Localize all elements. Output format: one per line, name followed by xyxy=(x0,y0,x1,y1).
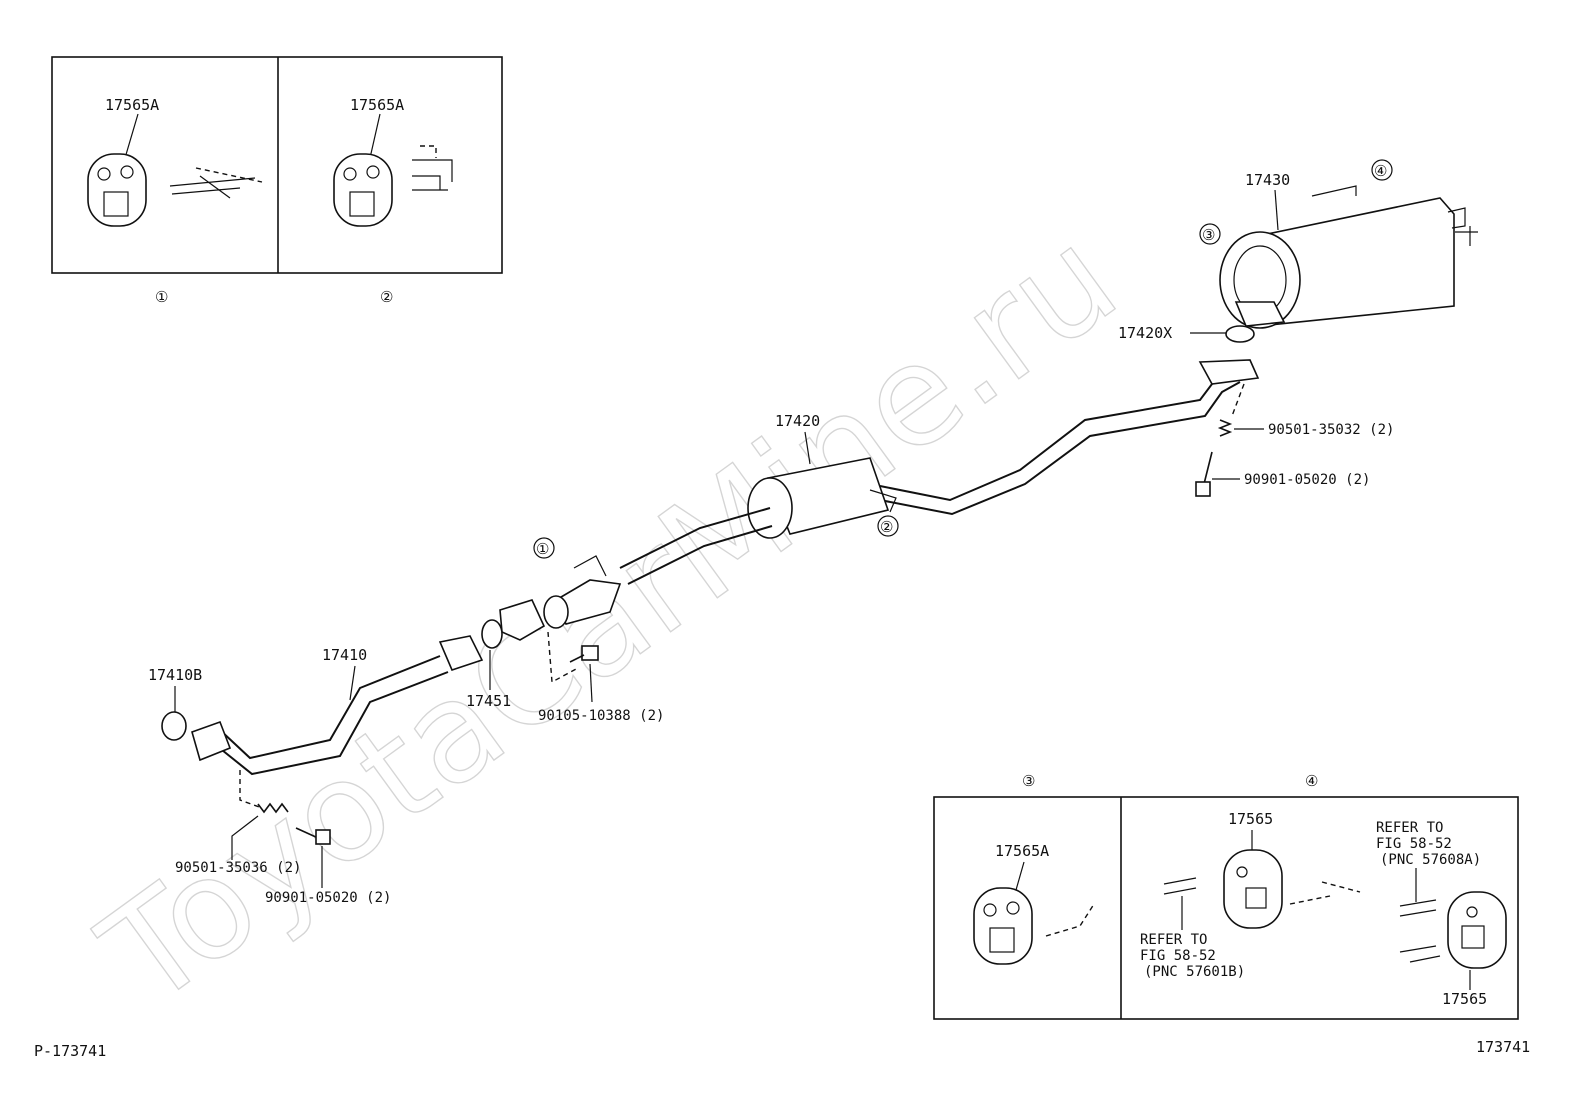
part-label-17410: 17410 xyxy=(322,646,367,664)
bracket-icon xyxy=(1289,881,1361,905)
part-label-17565-top: 17565 xyxy=(1228,810,1273,828)
gasket-17420X xyxy=(1225,325,1255,343)
callout-4: ④ xyxy=(1374,162,1387,180)
bolt-icon xyxy=(1195,451,1213,497)
inset-top-frame xyxy=(51,56,503,274)
rubber-hanger-icon xyxy=(1223,849,1283,929)
callout-2: ② xyxy=(880,518,893,536)
rubber-hanger-icon xyxy=(333,153,393,227)
pipe-flange xyxy=(438,635,484,671)
pipe-flange xyxy=(191,720,232,762)
inset-top: 17565A ① 17565A xyxy=(51,56,503,306)
inset-bottom: ③ ④ 17565A 17565 REFER TO FIG 58-52 (PNC… xyxy=(933,772,1519,1020)
marker-4-inset: ④ xyxy=(1305,772,1318,790)
rubber-hanger-icon xyxy=(87,153,147,227)
part-label-17420X: 17420X xyxy=(1118,324,1172,342)
callout-1: ① xyxy=(536,540,549,558)
gasket-17451 xyxy=(481,619,503,649)
callout-3: ③ xyxy=(1202,226,1215,244)
pipe-stub-icon xyxy=(1399,899,1437,917)
refer-left-line-2: FIG 58-52 xyxy=(1140,948,1216,964)
leader-line xyxy=(369,113,381,159)
inset-panel-1: 17565A ① xyxy=(87,96,263,306)
refer-note-right: REFER TO FIG 58-52 (PNC 57608A) xyxy=(1376,820,1481,868)
part-label-17430: 17430 xyxy=(1245,171,1290,189)
rubber-hanger-icon xyxy=(1447,891,1507,969)
leader-line xyxy=(231,815,259,860)
bracket-icon xyxy=(1045,903,1095,937)
bracket-icon xyxy=(169,167,263,199)
dashed-guide xyxy=(1231,383,1245,417)
refer-right-line-2: FIG 58-52 xyxy=(1376,836,1452,852)
part-label-17410B: 17410B xyxy=(148,666,202,684)
bracket-icon xyxy=(412,145,453,191)
figure-code-left: P-173741 xyxy=(34,1042,106,1060)
refer-note-left: REFER TO FIG 58-52 (PNC 57601B) xyxy=(1140,932,1245,980)
marker-2-inset: ② xyxy=(380,288,393,306)
pipe-flange xyxy=(1198,359,1260,385)
callout-circle-2 xyxy=(877,515,899,537)
catalytic-converter xyxy=(543,555,622,629)
part-label-17565A-panel1: 17565A xyxy=(105,96,159,114)
part-label-17565A-panel2: 17565A xyxy=(350,96,404,114)
leader-line xyxy=(1274,189,1279,231)
leader-line xyxy=(589,663,593,703)
part-label-17565A-panel3: 17565A xyxy=(995,842,1049,860)
refer-right-line-1: REFER TO xyxy=(1376,820,1443,836)
bolt-icon xyxy=(295,827,331,845)
refer-right-line-3: (PNC 57608A) xyxy=(1380,852,1481,868)
leader-line xyxy=(349,665,356,701)
front-pipe xyxy=(191,635,484,776)
refer-left-line-1: REFER TO xyxy=(1140,932,1207,948)
part-label-90501-35036: 90501-35036 (2) xyxy=(175,860,301,876)
dashed-guide xyxy=(239,770,263,809)
callout-circle-1 xyxy=(533,537,555,559)
pipe-stub-icon xyxy=(1399,945,1441,963)
marker-3-inset: ③ xyxy=(1022,772,1035,790)
part-label-17451: 17451 xyxy=(466,692,511,710)
part-label-90901-05020-top: 90901-05020 (2) xyxy=(1244,472,1370,488)
part-label-90901-05020-bottom: 90901-05020 (2) xyxy=(265,890,391,906)
rubber-hanger-icon xyxy=(973,887,1033,965)
inset-panel-2: 17565A ② xyxy=(333,96,453,306)
figure-code-right: 173741 xyxy=(1476,1038,1530,1056)
part-label-90501-35032: 90501-35032 (2) xyxy=(1268,422,1394,438)
center-pipe xyxy=(879,359,1260,516)
inset-bottom-frame xyxy=(933,796,1519,1020)
part-label-17565-bottom: 17565 xyxy=(1442,990,1487,1008)
leader-line xyxy=(1015,861,1025,891)
leader-line xyxy=(804,431,811,465)
gasket-17410B xyxy=(161,711,187,741)
callout-circle-4 xyxy=(1371,159,1393,181)
refer-left-line-3: (PNC 57601B) xyxy=(1144,964,1245,980)
rear-muffler xyxy=(1219,185,1478,329)
spring-icon xyxy=(1217,419,1233,437)
intermediate-pipe xyxy=(619,507,773,585)
callout-circle-3 xyxy=(1199,223,1221,245)
pipe-stub-icon xyxy=(1163,877,1197,895)
part-label-90105-10388: 90105-10388 (2) xyxy=(538,708,664,724)
spring-icon xyxy=(257,802,289,814)
leader-line xyxy=(124,113,139,159)
marker-1-inset: ① xyxy=(155,288,168,306)
part-label-17420: 17420 xyxy=(775,412,820,430)
bolt-icon xyxy=(569,645,599,663)
